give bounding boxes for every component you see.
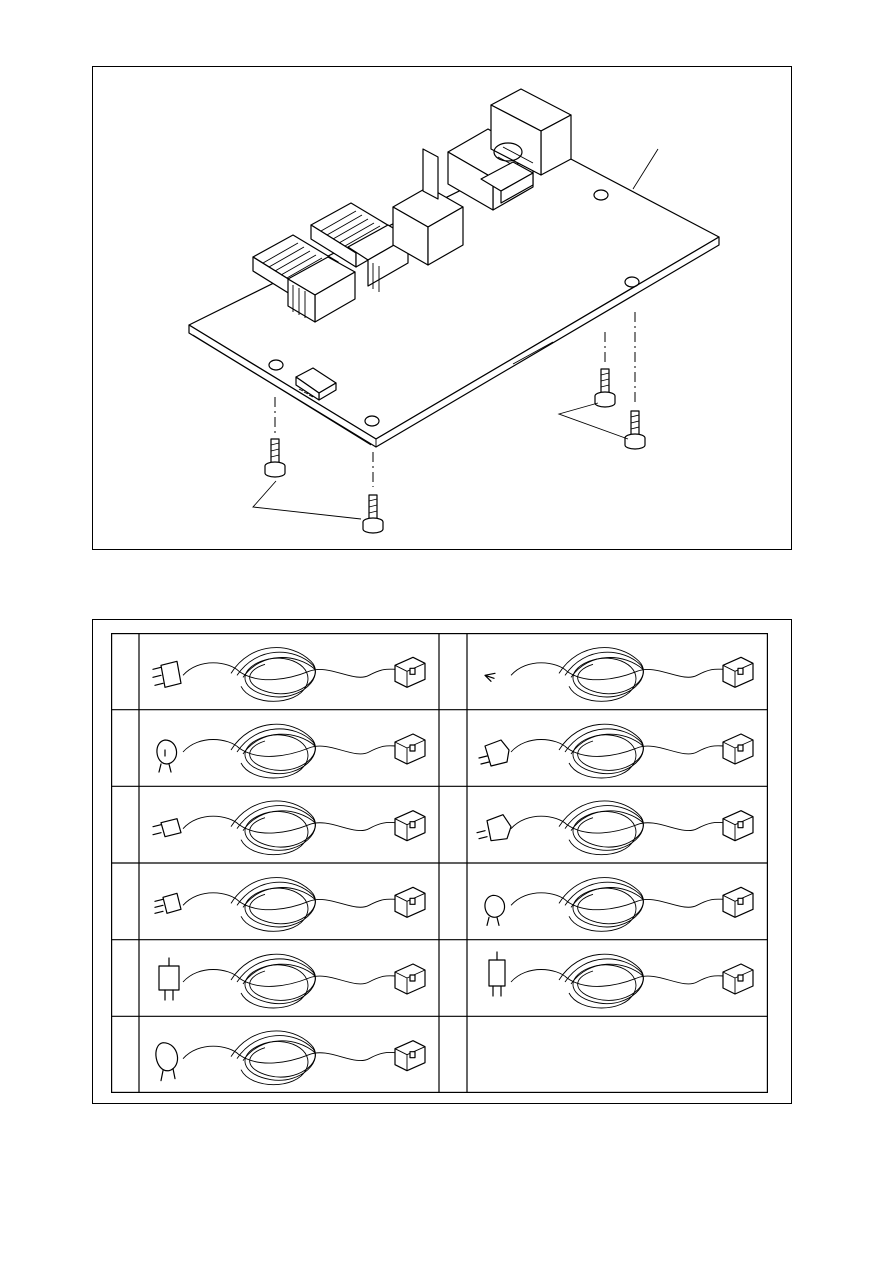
iec-connector-icon: [722, 733, 754, 765]
australia-plug-icon: [156, 739, 178, 773]
leader-line-screws-left: [252, 480, 362, 520]
power-cord-italy: [154, 877, 426, 932]
transformer-1: [252, 234, 356, 323]
leader-line-board: [632, 148, 659, 190]
table-grid-lines: [111, 633, 768, 1093]
iec-connector-icon: [722, 886, 754, 918]
south-africa-plug-icon: [155, 1042, 179, 1082]
power-cord-india: [488, 951, 754, 1009]
iec-connector-icon: [722, 810, 754, 842]
leader-line-screws-right: [557, 402, 629, 440]
power-cord-table: [111, 633, 768, 1093]
iec-connector-icon: [394, 963, 426, 995]
iec-connector-icon: [394, 656, 426, 688]
schuko-plug-icon: [478, 739, 510, 767]
swiss-plug-icon: [152, 818, 182, 838]
pcb-board: [188, 146, 720, 448]
iec-connector-icon: [394, 886, 426, 918]
power-cord-uk: [158, 953, 426, 1009]
power-cord-china: [484, 877, 754, 932]
iec-connector-icon: [394, 1040, 426, 1072]
screw-left-2: [362, 494, 384, 534]
screw-right-1: [594, 368, 616, 408]
power-cord-schuko: [478, 723, 754, 779]
table-cells: [152, 647, 754, 1086]
screw-right-2: [624, 410, 646, 450]
iec-connector-icon: [394, 810, 426, 842]
uk-plug-icon: [158, 957, 180, 1001]
bare-wire-plug-icon: [484, 672, 496, 682]
power-cord-bare-wire: [484, 647, 754, 702]
power-cord-us-3-pin: [152, 647, 426, 702]
us-3-pin-plug-icon: [152, 660, 182, 688]
assembly-figure-frame: [92, 66, 792, 550]
schuko-angled-plug-icon: [476, 814, 512, 842]
pcb-assembly-drawing: [188, 88, 720, 534]
screw-left-1: [264, 438, 286, 478]
iec-connector-icon: [394, 733, 426, 765]
italy-plug-icon: [154, 892, 182, 914]
power-cord-schuko-angled: [476, 800, 754, 856]
terminal-block: [392, 88, 572, 266]
india-plug-icon: [488, 951, 506, 997]
china-plug-icon: [484, 894, 506, 926]
connector: [295, 367, 337, 401]
power-cord-south-africa: [155, 1030, 426, 1086]
iec-connector-icon: [722, 656, 754, 688]
iec-connector-icon: [722, 963, 754, 995]
power-cord-australia: [156, 723, 426, 779]
power-cord-swiss: [152, 800, 426, 856]
power-cords-figure-frame: [92, 619, 792, 1104]
